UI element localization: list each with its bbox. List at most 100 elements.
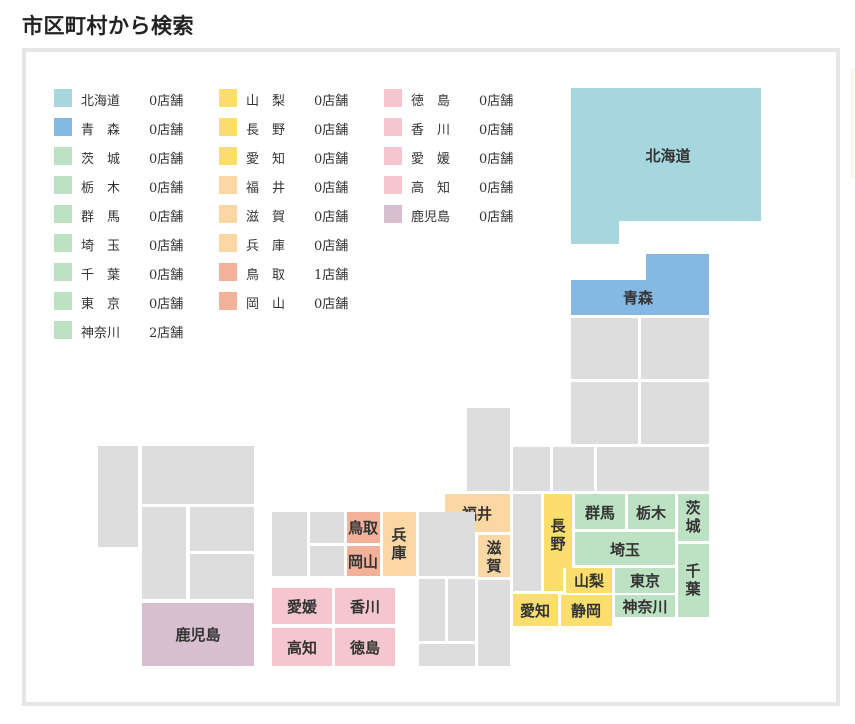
pref-tochigi[interactable]: 栃木 (628, 494, 675, 529)
legend-count: 0店舗 (149, 239, 184, 254)
legend-label: 青 森 (81, 123, 121, 138)
legend-swatch (54, 205, 72, 223)
legend-label: 山 梨 (246, 94, 286, 109)
pref-label-okayama: 岡山 (348, 553, 378, 571)
pref-ibaraki[interactable]: 茨城 (678, 494, 709, 541)
legend-label: 福 井 (246, 181, 286, 196)
pref-label-nagano: 長野 (550, 517, 566, 553)
legend-label: 栃 木 (81, 181, 121, 196)
pref-label-shizuoka: 静岡 (571, 602, 601, 620)
pref-kagawa[interactable]: 香川 (335, 588, 395, 624)
legend-count: 0店舗 (314, 297, 349, 312)
legend-count: 0店舗 (479, 152, 514, 167)
legend-swatch (384, 89, 402, 107)
pref-tokushima[interactable]: 徳島 (335, 628, 395, 666)
pref-ehime[interactable]: 愛媛 (272, 588, 332, 624)
legend-swatch (219, 176, 237, 194)
pref-label-saitama: 埼玉 (610, 541, 640, 559)
pref-label-kanagawa: 神奈川 (622, 598, 667, 616)
pref-label-tochigi: 栃木 (636, 504, 667, 522)
pref-gunma[interactable]: 群馬 (575, 494, 625, 529)
legend-swatch (54, 234, 72, 252)
kinki-unlisted-prefectures (419, 512, 510, 666)
pref-label-kochi: 高知 (287, 639, 317, 657)
legend-label: 徳 島 (411, 94, 451, 109)
pref-tottori[interactable]: 鳥取 (347, 512, 380, 543)
legend-swatch (219, 118, 237, 136)
pref-label-nagano-char: 長 (550, 517, 566, 535)
hokuriku-unlisted-prefectures (467, 408, 709, 591)
legend-swatch (219, 234, 237, 252)
pref-hyogo[interactable]: 兵庫 (383, 512, 416, 576)
legend-swatch (54, 118, 72, 136)
legend-label: 北海道 (81, 94, 121, 109)
pref-shizuoka[interactable]: 静岡 (561, 595, 612, 626)
pref-label-aichi: 愛知 (520, 602, 550, 620)
page-title: 市区町村から検索 (22, 13, 194, 38)
pref-saitama[interactable]: 埼玉 (575, 532, 675, 565)
legend-count: 0店舗 (314, 94, 349, 109)
legend-swatch (219, 147, 237, 165)
legend-count: 0店舗 (314, 181, 349, 196)
legend-swatch (219, 292, 237, 310)
legend-swatch (219, 89, 237, 107)
pref-label-hyogo: 兵庫 (391, 526, 406, 562)
legend-label: 愛 媛 (411, 152, 451, 167)
pref-okayama[interactable]: 岡山 (347, 546, 380, 576)
pref-hokkaido[interactable]: 北海道 (571, 88, 761, 244)
legend-count: 0店舗 (149, 297, 184, 312)
pref-aomori[interactable]: 青森 (571, 254, 709, 315)
legend-swatch (384, 176, 402, 194)
legend-swatch (54, 176, 72, 194)
legend-count: 0店舗 (149, 181, 184, 196)
legend-count: 0店舗 (149, 268, 184, 283)
legend-count: 2店舗 (149, 326, 184, 341)
pref-label-gunma: 群馬 (585, 504, 615, 522)
legend-count: 0店舗 (314, 239, 349, 254)
legend-label: 埼 玉 (81, 239, 121, 254)
pref-label-ibaraki-char: 城 (685, 517, 700, 535)
tohoku-unlisted-prefectures (571, 318, 709, 444)
legend-count: 0店舗 (479, 210, 514, 225)
pref-label-ehime: 愛媛 (287, 598, 318, 616)
pref-label-hyogo-char: 兵 (391, 526, 406, 544)
legend-swatch (54, 263, 72, 281)
pref-label-chiba-char: 千 (685, 562, 700, 580)
legend-count: 0店舗 (479, 181, 514, 196)
legend-count: 0店舗 (479, 94, 514, 109)
chugoku-unlisted-prefectures (272, 512, 344, 576)
legend-count: 0店舗 (479, 123, 514, 138)
pref-label-hokkaido: 北海道 (645, 147, 690, 165)
legend-label: 千 葉 (81, 268, 121, 283)
side-panel-edge (851, 68, 855, 178)
pref-label-hyogo-char: 庫 (391, 544, 406, 562)
pref-kochi[interactable]: 高知 (272, 628, 332, 666)
pref-kagoshima[interactable]: 鹿児島 (142, 603, 254, 666)
legend-count: 0店舗 (314, 152, 349, 167)
pref-label-kagoshima: 鹿児島 (175, 626, 220, 644)
legend-label: 高 知 (411, 181, 451, 196)
kyushu-unlisted-prefectures (98, 446, 254, 599)
pref-yamanashi[interactable]: 山梨 (566, 568, 612, 593)
pref-tokyo[interactable]: 東京 (615, 568, 675, 593)
legend-swatch (54, 147, 72, 165)
pref-label-chiba: 千葉 (684, 562, 701, 598)
legend-label: 神奈川 (81, 326, 121, 341)
pref-label-shiga-char: 賀 (485, 557, 501, 575)
legend-swatch (384, 205, 402, 223)
legend-swatch (384, 118, 402, 136)
pref-shiga[interactable]: 滋賀 (478, 535, 510, 577)
pref-aichi[interactable]: 愛知 (513, 594, 558, 626)
legend-count: 0店舗 (149, 152, 184, 167)
pref-kanagawa[interactable]: 神奈川 (615, 595, 675, 617)
pref-label-ibaraki-char: 茨 (685, 499, 700, 517)
legend-count: 1店舗 (314, 268, 349, 283)
pref-label-tokushima: 徳島 (349, 639, 380, 657)
pref-label-aomori: 青森 (623, 289, 654, 307)
legend-swatch (219, 263, 237, 281)
legend-count: 0店舗 (314, 210, 349, 225)
pref-chiba[interactable]: 千葉 (678, 544, 709, 617)
pref-label-shiga: 滋賀 (485, 539, 501, 575)
pref-nagano[interactable]: 長野 (544, 494, 572, 591)
